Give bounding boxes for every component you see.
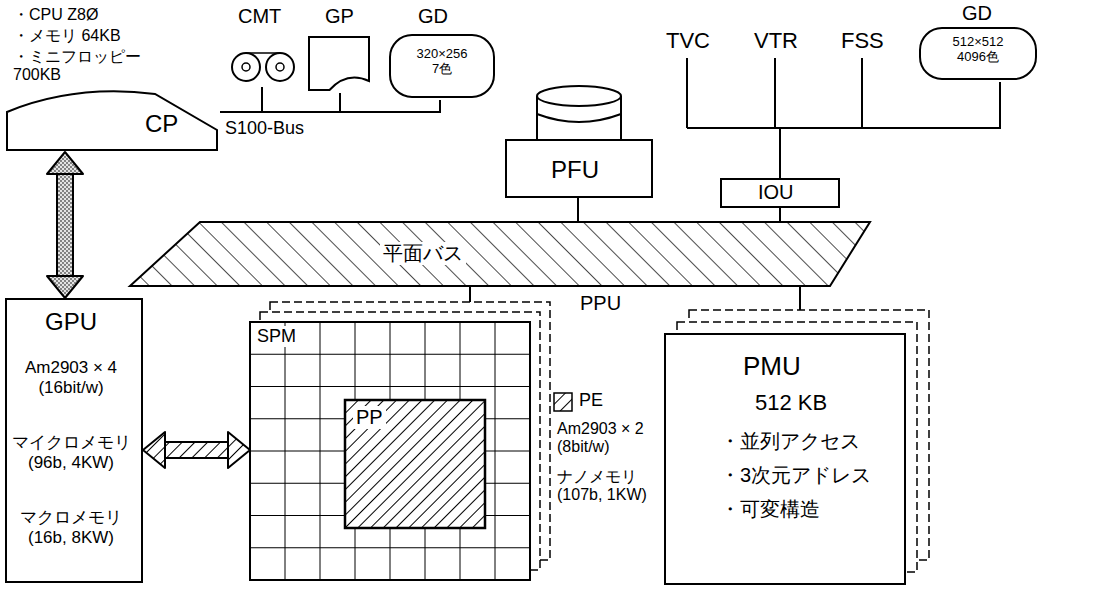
- node-text: PMU: [743, 352, 801, 382]
- tape-reel: [266, 53, 294, 81]
- gpu-ppu-link: [143, 432, 250, 468]
- node-text: 平面バス: [380, 242, 466, 265]
- box-outline: [721, 179, 839, 207]
- io-bus-line: [780, 82, 1000, 178]
- node-text: PPU: [580, 292, 621, 315]
- connector-line: [220, 100, 440, 112]
- node-text: 512 KB: [755, 390, 827, 415]
- node-text: Am2903 × 4 (16bit/w): [5, 358, 137, 397]
- io-drop-line: [686, 58, 688, 128]
- pp-region: PP: [345, 400, 485, 528]
- thick-arrow-head: [228, 432, 250, 468]
- grid-line: [250, 547, 530, 548]
- disk-top: [537, 86, 621, 106]
- device-name: TVC: [666, 28, 710, 53]
- thick-arrow-body: [162, 443, 231, 457]
- spm-array: PPUSPMPP: [250, 322, 530, 580]
- node-text: ・メモリ 64KB: [13, 27, 121, 45]
- io-drop-line: [861, 58, 863, 128]
- legend-text: PE: [579, 390, 603, 411]
- node-text: ・CPU Z8Ø: [13, 6, 98, 24]
- node-text: CMT: [238, 5, 281, 28]
- thick-arrow-body: [58, 171, 72, 279]
- bus-name: S100-Bus: [225, 118, 304, 139]
- node-text: IOU: [758, 181, 794, 204]
- pe-spec: Am2903 × 2 (8bit/w): [557, 420, 677, 457]
- bus-connector: [780, 208, 781, 222]
- node-text: 512×512 4096色: [934, 35, 1022, 65]
- io-bus-line: [687, 127, 781, 129]
- gpu-box: GPU Am2903 × 4 (16bit/w) マイクロメモリ (96b, 4KW…: [5, 298, 143, 583]
- node-text: GD: [418, 5, 448, 28]
- thick-arrow-head: [47, 276, 83, 298]
- node-shape: [130, 222, 870, 286]
- s100-bus-line: [220, 93, 340, 112]
- pfu-box: [506, 140, 652, 197]
- pp-hatch: [345, 400, 485, 528]
- node-text: ・3次元アドレス: [720, 464, 871, 487]
- node-text: CP: [145, 110, 178, 138]
- device-name: VTR: [754, 28, 798, 53]
- pmu-memory: PMU 512 KB ・並列アクセス・3次元アドレス・可変構造: [665, 334, 905, 584]
- thick-arrow-head: [143, 432, 165, 468]
- thick-arrow-head: [47, 152, 83, 174]
- node-text: SPM: [254, 326, 299, 347]
- node-text: ・ミニフロッピー 700KB: [13, 48, 148, 85]
- connector-line: [220, 87, 262, 112]
- memory-frame: [665, 334, 905, 584]
- cp-gpu-link: [47, 152, 83, 298]
- connector-line: [577, 198, 579, 222]
- node-text: ・可変構造: [720, 498, 820, 521]
- pe-spec: ナノメモリ (107b, 1KW): [557, 468, 677, 505]
- node-text: マイクロメモリ (96b, 4KW): [5, 433, 137, 472]
- s100-bus-line: [220, 100, 440, 112]
- plotter-paper: [309, 37, 369, 90]
- device-name: FSS: [841, 28, 884, 53]
- console-outline: [7, 91, 217, 150]
- thick-arrow-outline: [162, 441, 231, 459]
- node-text: GPU: [5, 308, 137, 336]
- io-drop-line: [774, 58, 776, 128]
- node-text: GP: [325, 5, 354, 28]
- box-outline: [6, 299, 142, 582]
- node-text: PP: [353, 406, 386, 429]
- bus-band: [130, 222, 870, 286]
- node-text: 320×256 7色: [405, 47, 479, 77]
- connector-line: [780, 82, 1000, 178]
- tape-band: [246, 52, 280, 54]
- s100-bus-line: [220, 87, 262, 112]
- cmt-tape: CMT: [228, 5, 298, 87]
- grid-frame: [250, 322, 530, 580]
- node-text: PFU: [551, 156, 599, 184]
- legend-entry: PE: [553, 390, 633, 412]
- iou-box: IOU: [720, 178, 840, 208]
- cp-console: ・CPU Z8Ø ・メモリ 64KB ・ミニフロッピー 700KB CP: [5, 2, 220, 152]
- gp-plotter: GP: [305, 5, 375, 93]
- tape-hub: [242, 63, 250, 71]
- display-screen: [390, 35, 494, 97]
- bus-connector: [578, 198, 579, 222]
- thick-arrow-outline: [56, 171, 74, 279]
- tape-hub: [276, 63, 284, 71]
- connector-line: [220, 93, 340, 112]
- gd-display: GD 320×256 7色: [388, 5, 496, 100]
- gd-display: GD 512×512 4096色: [918, 2, 1038, 82]
- display-screen: [920, 28, 1036, 79]
- plane-bus-band: 平面バス: [130, 222, 870, 286]
- connector-line: [779, 208, 781, 222]
- node-text: マクロメモリ (16b, 8KW): [5, 508, 137, 547]
- tape-reel: [232, 53, 260, 81]
- node-text: ・並列アクセス: [720, 430, 860, 453]
- legend-swatch-fill: [554, 393, 572, 411]
- pfu-unit: PFU: [505, 84, 653, 198]
- grid-line: [495, 322, 496, 580]
- legend-swatch: [553, 392, 573, 412]
- node-text: GD: [962, 2, 992, 25]
